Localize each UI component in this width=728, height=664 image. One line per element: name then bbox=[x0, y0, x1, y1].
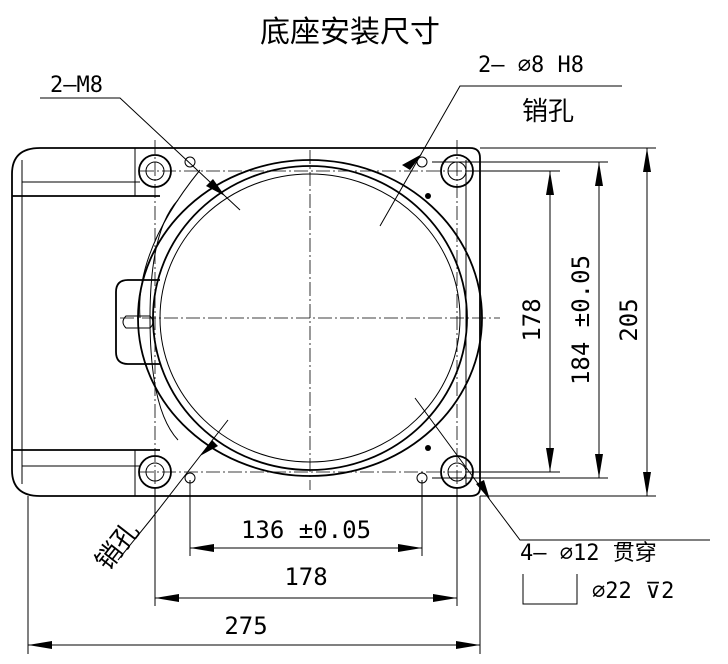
dimension-lines bbox=[27, 147, 656, 654]
center-lines bbox=[120, 140, 500, 510]
counterbore-callout: ∅22 ⊽2 bbox=[592, 579, 674, 604]
thread-callout: 2—M8 bbox=[50, 73, 103, 98]
through-hole-callout: 4— ∅12 贯穿 bbox=[520, 541, 657, 566]
dim-136: 136 ±0.05 bbox=[241, 516, 371, 544]
dim-178-horizontal: 178 bbox=[284, 563, 327, 591]
leader-lines bbox=[40, 85, 710, 605]
pin-label-bottom: 销孔 bbox=[90, 517, 146, 576]
dim-178-vertical: 178 bbox=[518, 298, 546, 341]
dim-205: 205 bbox=[615, 298, 643, 341]
dim-184: 184 ±0.05 bbox=[567, 255, 595, 385]
base-outline bbox=[11, 147, 481, 497]
dim-275: 275 bbox=[224, 612, 267, 640]
drawing-title: 底座安装尺寸 bbox=[260, 15, 440, 50]
through-hole-top-left bbox=[138, 154, 172, 188]
pin-callout-top: 2— ∅8 H8 bbox=[478, 53, 584, 78]
pin-label-top: 销孔 bbox=[522, 97, 574, 127]
